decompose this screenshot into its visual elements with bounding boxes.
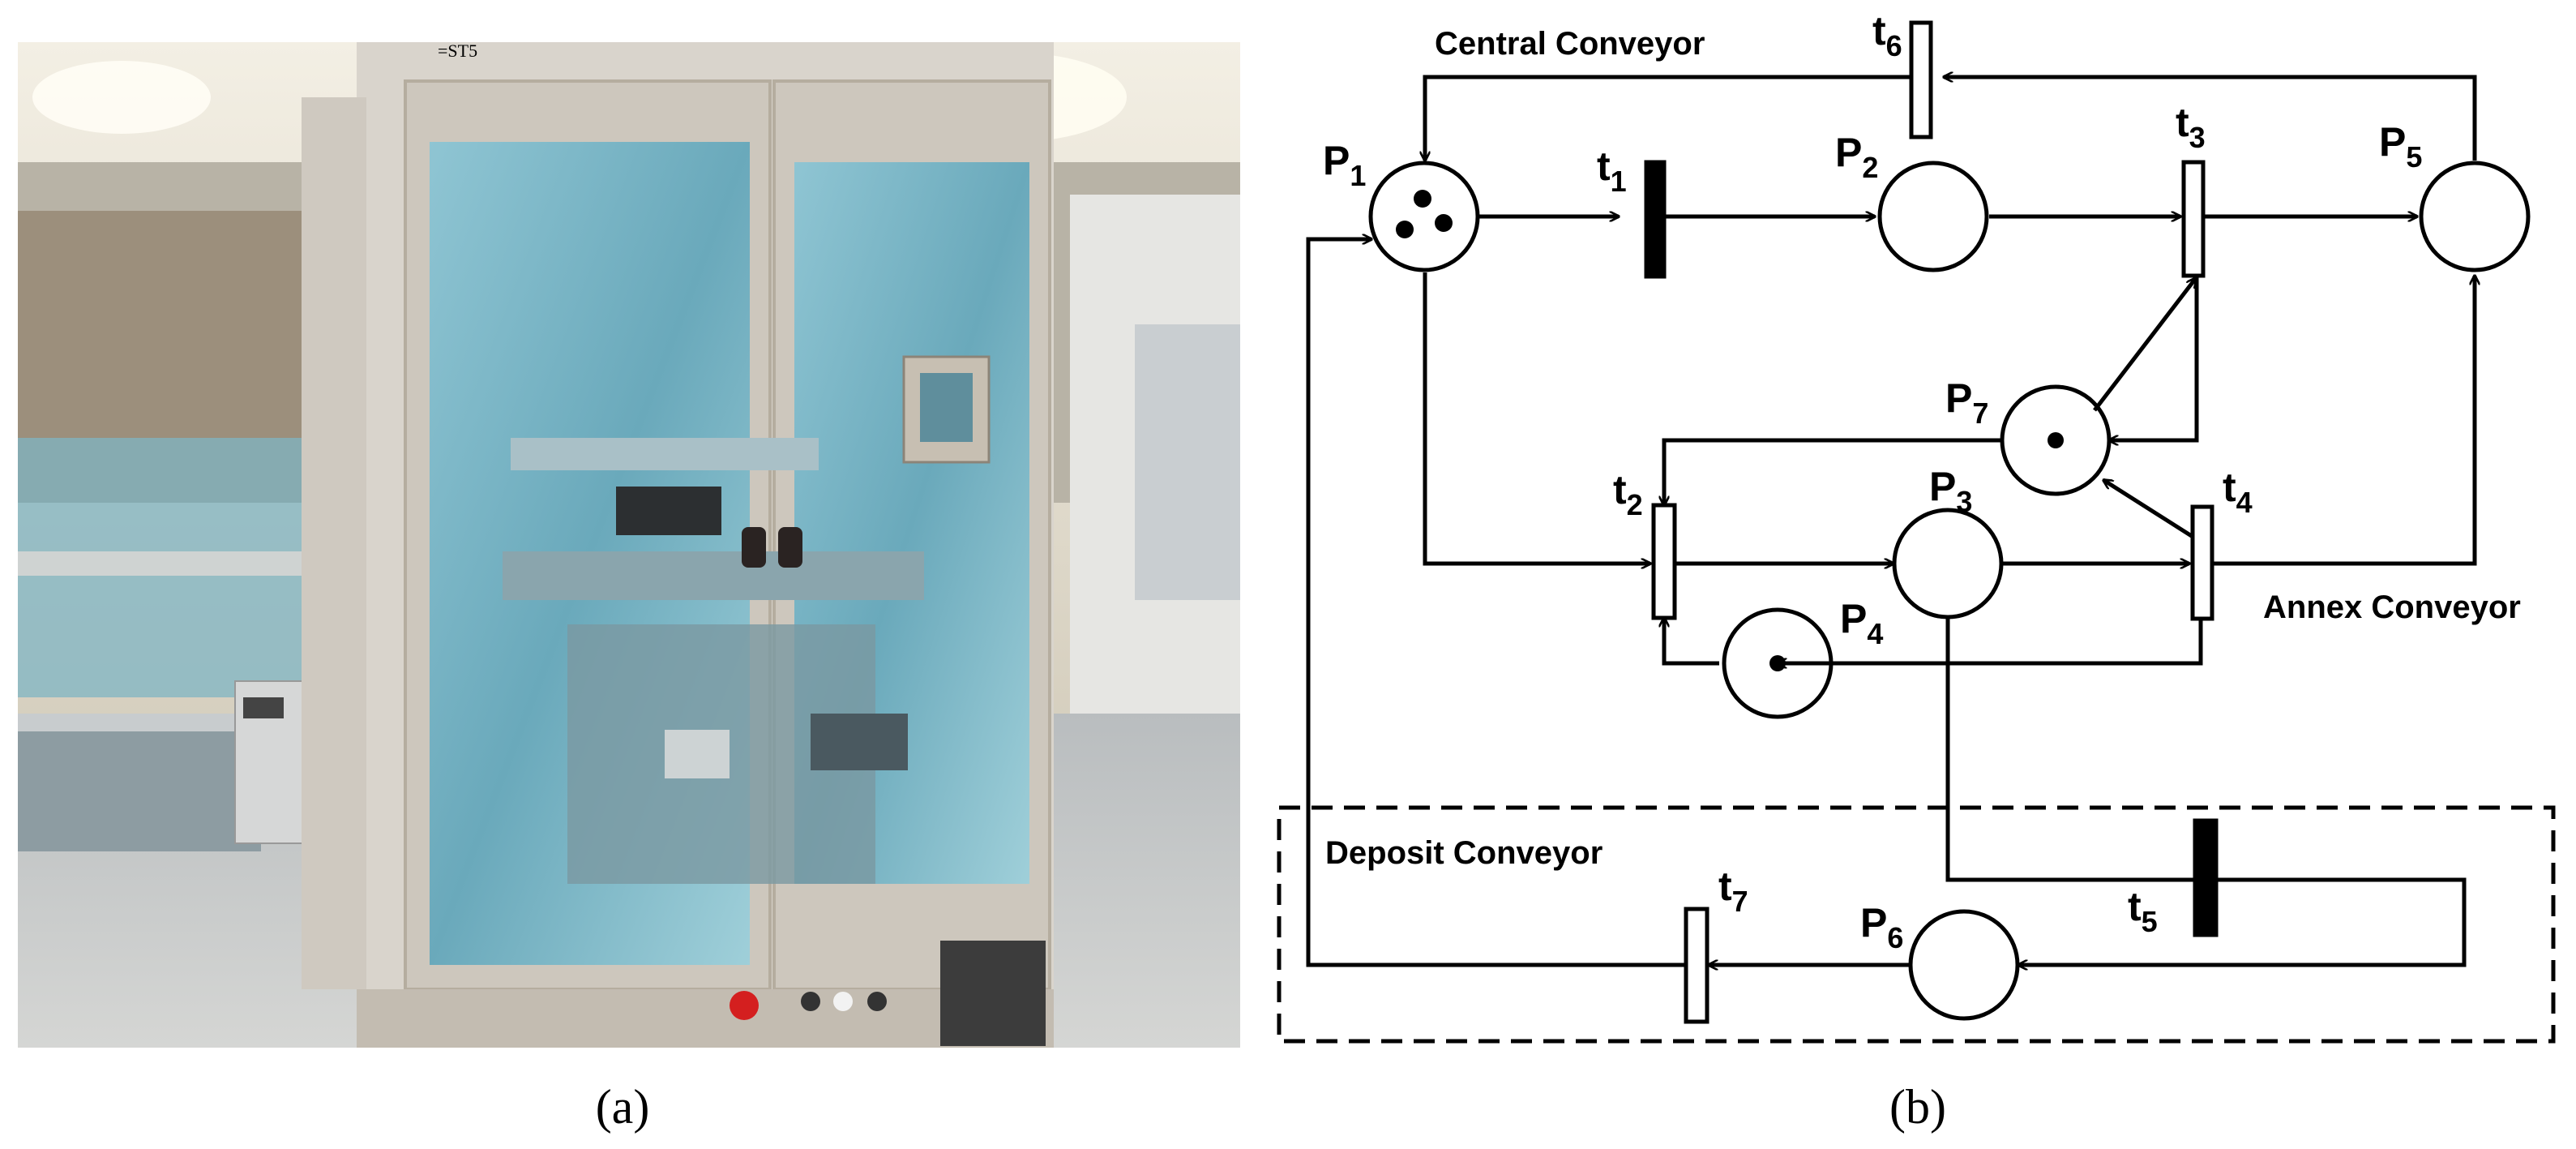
place-p7 xyxy=(2000,384,2112,496)
arc-t5-p6 xyxy=(2018,877,2467,965)
place-p4 xyxy=(1722,607,1834,719)
label-t4: t4 xyxy=(2223,465,2253,519)
transition-t2 xyxy=(1651,503,1677,620)
arc-p4-t2 xyxy=(1664,618,1719,666)
arc-t4-p5 xyxy=(2212,276,2475,566)
label-p5: P5 xyxy=(2379,119,2422,174)
token-p7-1 xyxy=(2048,432,2064,448)
label-annex-conveyor: Annex Conveyor xyxy=(2263,590,2521,625)
arc-t3-p7 xyxy=(2109,276,2199,440)
token-p1-1 xyxy=(1414,190,1431,208)
transition-t4 xyxy=(2190,504,2214,621)
token-p1-2 xyxy=(1435,214,1453,232)
label-t1: t1 xyxy=(1597,144,1627,198)
arc-p3-t5 xyxy=(1945,617,2195,882)
arc-t6-p1 xyxy=(1425,75,1911,161)
deposit-conveyor-region xyxy=(1277,805,2556,1044)
arc-p5-t6 xyxy=(1944,77,2477,161)
place-p2 xyxy=(1877,161,1989,272)
label-p1: P1 xyxy=(1323,138,1366,192)
transition-t7 xyxy=(1684,907,1709,1024)
transition-t6 xyxy=(1909,20,1933,139)
arc-t4-p7 xyxy=(2103,480,2198,542)
arc-p1-t2 xyxy=(1423,272,1650,564)
arc-p7-t3 xyxy=(2093,278,2196,412)
label-t3: t3 xyxy=(2176,100,2206,154)
tokens-layer xyxy=(1396,190,2064,671)
photo-panel: =ST5 xyxy=(18,41,1240,1048)
label-p6: P6 xyxy=(1860,900,1903,954)
label-p2: P2 xyxy=(1835,130,1878,184)
place-p6 xyxy=(1908,909,2020,1021)
label-deposit-conveyor: Deposit Conveyor xyxy=(1325,835,1603,871)
place-p1 xyxy=(1368,161,1480,272)
label-t5: t5 xyxy=(2128,884,2158,938)
label-t6: t6 xyxy=(1872,8,1902,62)
place-p5 xyxy=(2419,161,2531,272)
transition-t5 xyxy=(2193,818,2219,937)
token-p1-3 xyxy=(1396,221,1414,238)
label-p3: P3 xyxy=(1929,464,1972,518)
transition-t1 xyxy=(1644,160,1667,279)
caption-a: (a) xyxy=(596,1080,650,1134)
transition-t3 xyxy=(2181,160,2206,278)
label-central-conveyor: Central Conveyor xyxy=(1435,26,1705,62)
label-t2: t2 xyxy=(1613,467,1643,521)
caption-b: (b) xyxy=(1889,1080,1946,1134)
label-p4: P4 xyxy=(1840,596,1883,650)
petri-net-diagram xyxy=(1277,20,2556,1044)
cabinet-label: =ST5 xyxy=(438,41,477,61)
label-t7: t7 xyxy=(1718,864,1748,918)
token-p4-1 xyxy=(1769,655,1786,671)
label-p7: P7 xyxy=(1945,375,1988,430)
place-p3 xyxy=(1892,508,2004,620)
arc-p7-t2 xyxy=(1664,438,2002,505)
arc-t4-p4 xyxy=(1778,608,2203,663)
arc-t7-p1 xyxy=(1306,239,1686,967)
